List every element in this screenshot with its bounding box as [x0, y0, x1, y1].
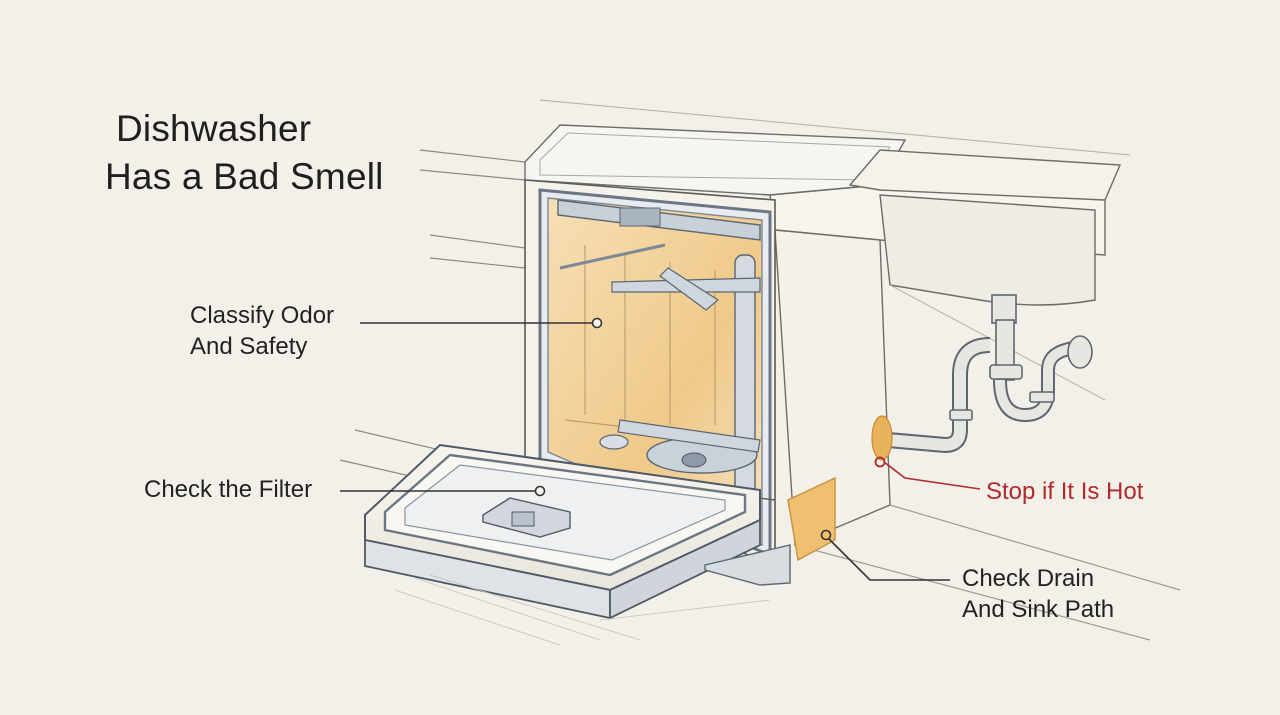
dishwasher-body: [524, 179, 776, 567]
countertop-left: [339, 149, 526, 501]
filter-callout-dot: [534, 485, 546, 497]
diagram-title-line-1: Dishwasher: [116, 108, 312, 149]
tub-callout-dot: [591, 317, 603, 329]
check-filter-label: Check the Filter: [144, 476, 313, 503]
classify-label-line-1: Classify Odor: [190, 302, 335, 329]
drain-leader-line: [828, 538, 950, 581]
drain-pipes: [887, 294, 1093, 454]
check-drain-label: Check Drain And Sink Path: [962, 563, 1114, 625]
classify-odor-label: Classify Odor And Safety: [190, 300, 334, 362]
classify-label-line-2: And Safety: [190, 333, 308, 360]
hot-leader-line: [883, 461, 981, 490]
drain-access-panel: [787, 476, 836, 562]
diagram-title-line-2: Has a Bad Smell: [105, 156, 384, 197]
drain-label-line-2: And Sink Path: [962, 596, 1115, 623]
sink-cabinet: [769, 149, 1181, 641]
dishwasher-door: [364, 443, 791, 646]
stop-hot-label: Stop if It Is Hot: [986, 478, 1144, 505]
drain-label-line-1: Check Drain: [962, 565, 1095, 592]
